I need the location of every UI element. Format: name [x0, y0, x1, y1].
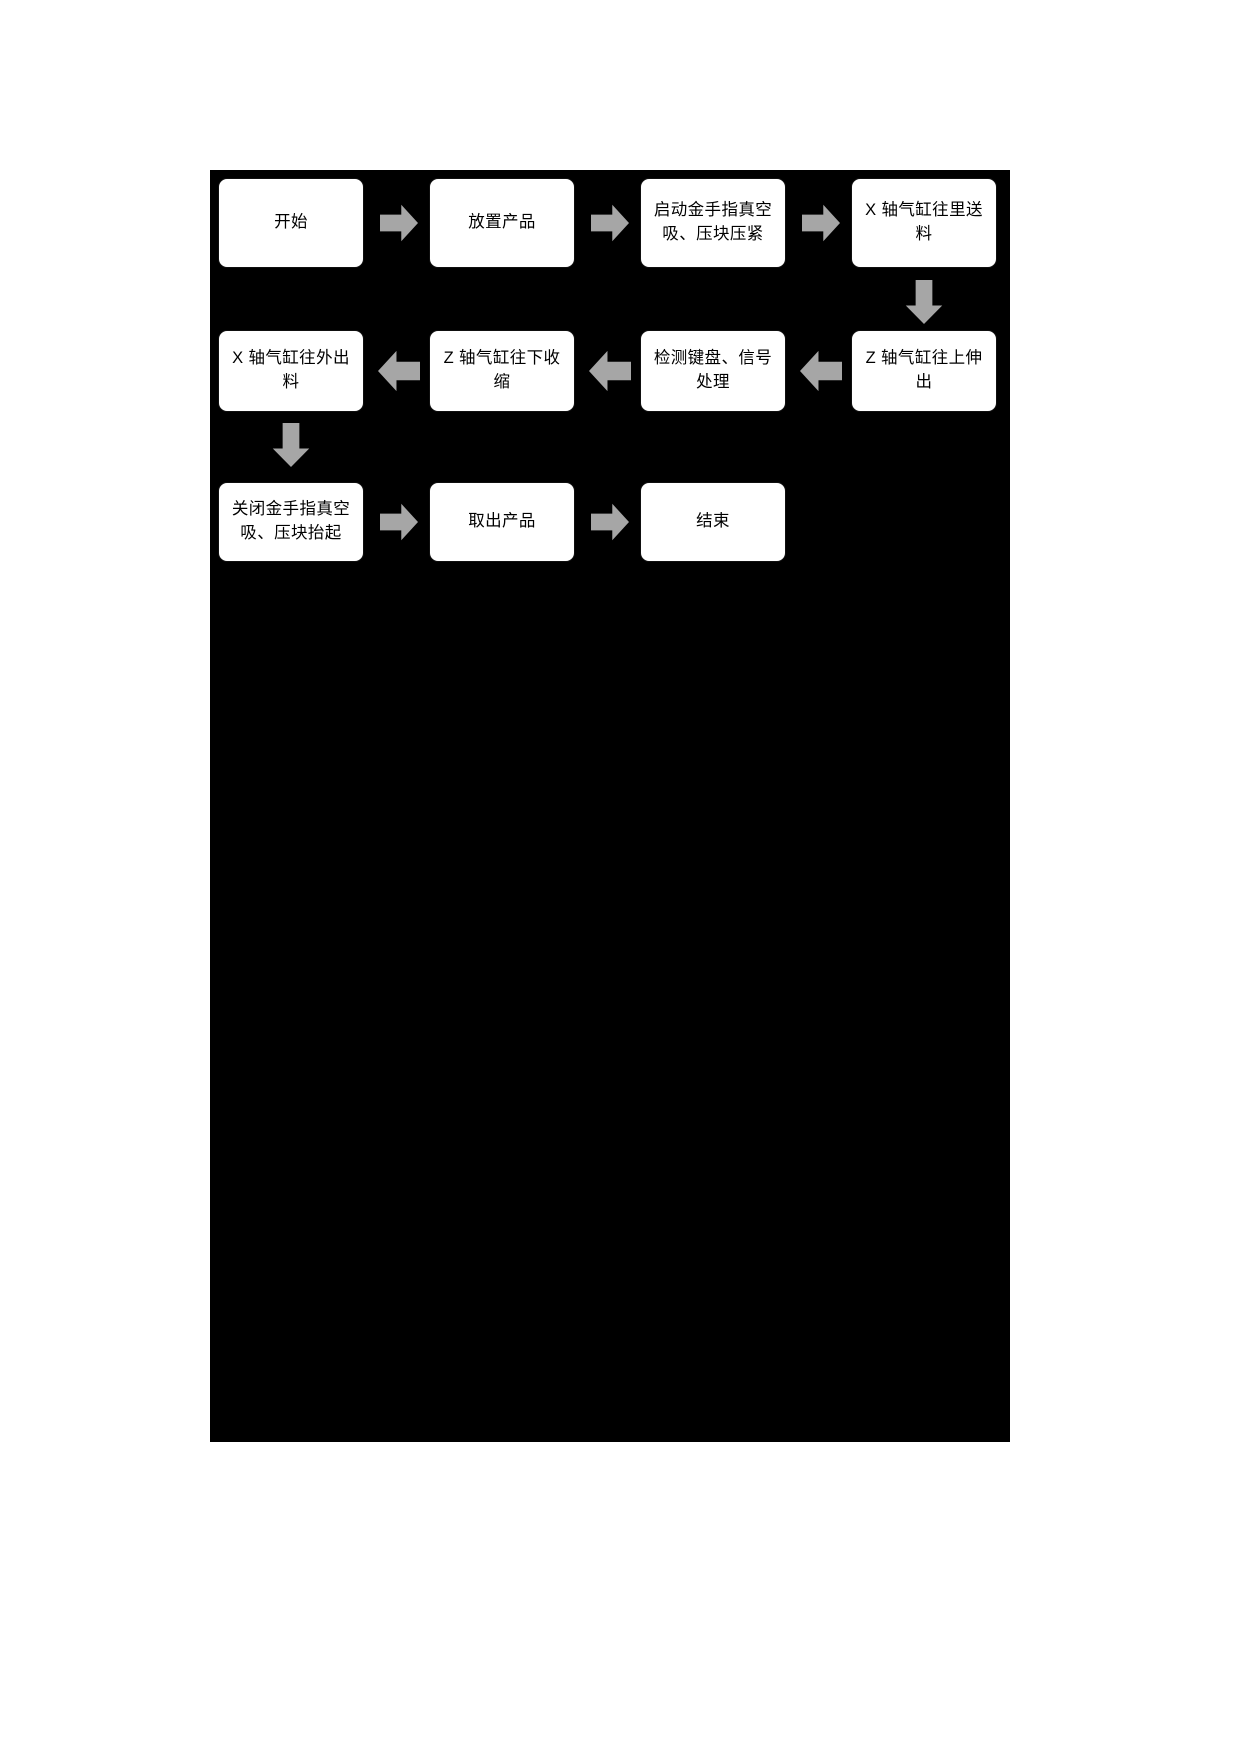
flow-node-start-vacuum[interactable]: 启动金手指真空吸、压块压紧 [640, 178, 786, 268]
flow-arrow-down [272, 423, 310, 467]
flow-node-label: 结束 [696, 512, 730, 531]
flow-node-label: 启动金手指真空吸、压块压紧 [653, 201, 773, 243]
flow-node-release-vacuum[interactable]: 关闭金手指真空吸、压块抬起 [218, 482, 364, 562]
flow-node-label: Z 轴气缸往下收缩 [443, 349, 561, 391]
flow-arrow-right [380, 204, 418, 242]
flow-node-place-product[interactable]: 放置产品 [429, 178, 575, 268]
flow-node-x-axis-out[interactable]: X 轴气缸往外出料 [218, 330, 364, 412]
flow-arrow-left [589, 350, 631, 392]
flow-node-z-axis-down[interactable]: Z 轴气缸往下收缩 [429, 330, 575, 412]
flow-arrow-right [380, 503, 418, 541]
flow-node-label: X 轴气缸往外出料 [232, 349, 350, 391]
flow-node-detect-keyboard[interactable]: 检测键盘、信号处理 [640, 330, 786, 412]
flow-node-end[interactable]: 结束 [640, 482, 786, 562]
flow-node-label: Z 轴气缸往上伸出 [865, 349, 983, 391]
flow-node-start[interactable]: 开始 [218, 178, 364, 268]
flow-node-label: 关闭金手指真空吸、压块抬起 [231, 500, 351, 542]
flow-arrow-right [802, 204, 840, 242]
flow-node-z-axis-up[interactable]: Z 轴气缸往上伸出 [851, 330, 997, 412]
flow-node-take-product[interactable]: 取出产品 [429, 482, 575, 562]
flowchart-canvas: 开始 放置产品 启动金手指真空吸、压块压紧 X 轴气缸往里送料 X 轴气缸往外出… [210, 170, 1010, 1442]
flow-node-label: 放置产品 [468, 213, 536, 232]
flow-arrow-right [591, 503, 629, 541]
flow-node-label: X 轴气缸往里送料 [865, 201, 983, 243]
flow-arrow-left [378, 350, 420, 392]
flow-node-label: 取出产品 [468, 512, 536, 531]
flow-node-x-axis-in[interactable]: X 轴气缸往里送料 [851, 178, 997, 268]
flow-arrow-right [591, 204, 629, 242]
flow-node-label: 检测键盘、信号处理 [653, 349, 773, 391]
flow-arrow-left [800, 350, 842, 392]
flow-node-label: 开始 [274, 213, 308, 232]
flow-arrow-down [905, 280, 943, 324]
